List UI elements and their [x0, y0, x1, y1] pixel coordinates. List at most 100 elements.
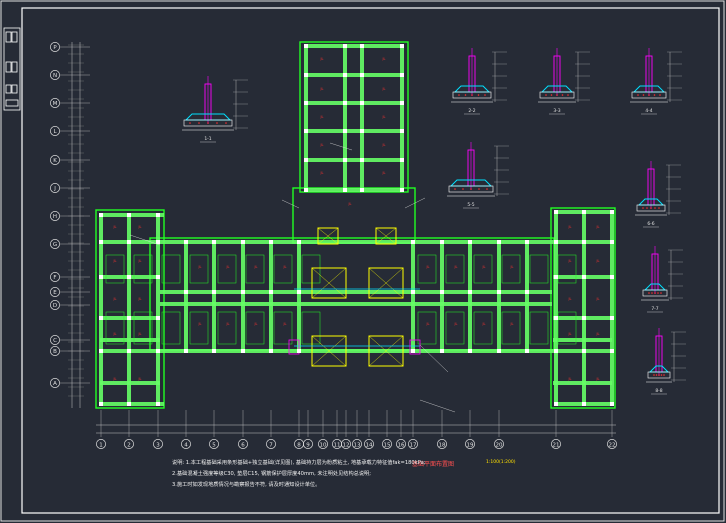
axis-bubble [382, 439, 392, 449]
beam-tag: JL [283, 322, 287, 326]
pile-cap-cross [311, 267, 347, 299]
beam-tag: JL [510, 322, 514, 326]
column [304, 129, 308, 133]
column [127, 402, 131, 406]
column [610, 402, 614, 406]
section-slab [636, 204, 666, 212]
column [582, 210, 586, 214]
axis-label: 16 [398, 442, 405, 448]
column [497, 349, 501, 353]
section-rebar [663, 374, 665, 376]
section-rebar [198, 122, 200, 124]
section-rebar [567, 94, 569, 96]
column [554, 275, 558, 279]
pile-cap [375, 227, 397, 245]
axis-bubble [50, 126, 60, 136]
axis-label: A [53, 381, 57, 387]
column [468, 290, 472, 294]
section-label: 3-3 [553, 108, 560, 114]
room-cell [557, 311, 577, 345]
beam-tag: JL [596, 225, 600, 229]
section-rebar [642, 207, 644, 209]
column [360, 129, 364, 133]
section-label: 8-8 [655, 388, 662, 394]
section-slab [642, 289, 668, 297]
axis-label: 10 [320, 442, 327, 448]
beam-tag: JL [426, 265, 430, 269]
note-line-2: 2.基础混凝土强度等级C30, 垫层C15, 钢筋保护层厚度40mm, 未注明处… [172, 471, 371, 477]
beam-tag: JL [113, 297, 117, 301]
column [400, 188, 404, 192]
column [297, 240, 301, 244]
column [156, 213, 160, 217]
column [440, 240, 444, 244]
beam-tag: JL [320, 171, 324, 175]
beam-tag: JL [482, 265, 486, 269]
beam-tag: JL [568, 259, 572, 263]
section-rebar [648, 292, 650, 294]
section-rebar [464, 94, 467, 96]
section-4: 4-4 [630, 48, 682, 115]
room-cell [473, 311, 493, 345]
column [582, 240, 586, 244]
section-rebar [658, 207, 660, 209]
axis-label: 15 [384, 442, 391, 448]
room-cell [273, 254, 293, 284]
section-7: 7-7 [641, 246, 683, 313]
axis-bubble [209, 439, 219, 449]
column [212, 349, 216, 353]
section-slab [452, 91, 492, 99]
beam-tag: JL [596, 297, 600, 301]
column [343, 188, 347, 192]
beam-tag: JL [283, 265, 287, 269]
section-rebar [648, 94, 650, 96]
column [468, 240, 472, 244]
axis-bubble [50, 211, 60, 221]
section-rebar [471, 94, 473, 96]
beam-tag: JL [382, 87, 386, 91]
axis-bubble [50, 155, 60, 165]
section-rebar [646, 207, 648, 209]
room-cell [189, 311, 209, 345]
section-rebar [484, 94, 486, 96]
beam-tag: JL [254, 322, 258, 326]
column [497, 240, 501, 244]
column [400, 129, 404, 133]
column [343, 101, 347, 105]
room-cell [417, 254, 437, 284]
section-6: 6-6 [635, 161, 681, 228]
column [184, 240, 188, 244]
beam-tag: JL [382, 171, 386, 175]
axis-bubble [465, 439, 475, 449]
column [184, 290, 188, 294]
column [582, 316, 586, 320]
beam-tag: JL [254, 265, 258, 269]
room-cell [529, 311, 549, 345]
axis-bubble [50, 287, 60, 297]
column [610, 316, 614, 320]
axis-label: 8 [297, 442, 301, 448]
section-8: 8-8 [646, 328, 686, 395]
section-rebar [651, 292, 653, 294]
column [411, 349, 415, 353]
binding-strip [3, 27, 21, 111]
column [525, 240, 529, 244]
section-rebar [486, 188, 488, 190]
column [304, 188, 308, 192]
beam-tag: JL [198, 322, 202, 326]
section-rebar [657, 292, 659, 294]
leader-line [281, 199, 300, 209]
column [156, 349, 160, 353]
leader-line [129, 234, 161, 246]
section-rebar [545, 94, 547, 96]
column [343, 73, 347, 77]
section-label: 2-2 [468, 108, 475, 114]
axis-bubble [238, 439, 248, 449]
axis-label: 5 [212, 442, 216, 448]
pile-cap [311, 335, 347, 367]
pile-cap [368, 335, 404, 367]
room-cell [161, 254, 181, 284]
section-rebar [561, 94, 564, 96]
